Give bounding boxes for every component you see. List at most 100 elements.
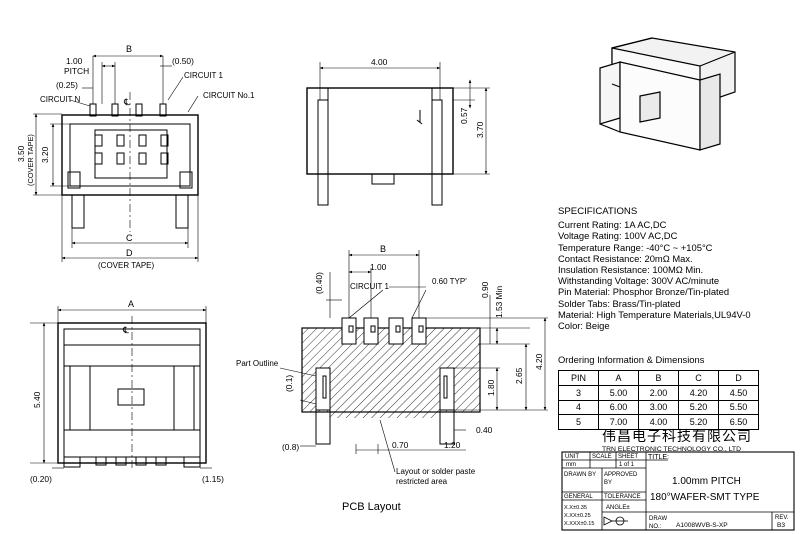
top-050: (0.50) <box>172 56 194 66</box>
tb-approved-1: APPROVED <box>604 472 638 478</box>
pcb-060: 0.60 TYP' <box>432 277 467 286</box>
top-b-label: B <box>126 44 132 54</box>
table-cell: 5 <box>558 414 599 431</box>
spec-line: Current Rating: 1A AC,DC <box>558 219 667 231</box>
table-cell: 4.20 <box>678 384 719 401</box>
spec-line: Solder Tabs: Brass/Tin-plated <box>558 297 681 309</box>
top-025: (0.25) <box>56 80 78 90</box>
tb-sheet-value: 1 of 1 <box>619 462 635 468</box>
title-block <box>561 451 795 531</box>
top-cover-tape-bottom: (COVER TAPE) <box>98 261 154 270</box>
top-pitch-label: PITCH <box>64 66 89 76</box>
ordering-header-cell: C <box>678 370 719 386</box>
front-540: 5.40 <box>32 391 42 408</box>
spec-line: Material: High Temperature Materials,UL9… <box>558 308 751 320</box>
ordering-table: PIN A B C D 3 5.00 2.00 4.20 4.50 4 6.00… <box>558 370 759 431</box>
side-400: 4.00 <box>371 57 388 67</box>
tb-unit-value: mm <box>566 462 576 468</box>
table-cell: 6.50 <box>718 414 759 431</box>
top-circuit-no1: CIRCUIT No.1 <box>203 91 255 100</box>
spec-line: Temperature Range: -40°C ~ +105°C <box>558 241 713 253</box>
top-d-label: D <box>126 248 133 258</box>
ordering-header-row: PIN A B C D <box>558 370 759 386</box>
table-row: 5 7.00 4.00 5.20 6.50 <box>558 414 759 431</box>
top-circuit-1: CIRCUIT 1 <box>184 71 224 80</box>
table-cell: 3 <box>558 384 599 401</box>
tb-tol-1: X.X±0.35 <box>564 505 587 511</box>
top-c-label: C <box>126 233 133 243</box>
pcb-070: 0.70 <box>392 440 409 450</box>
front-020: (0.20) <box>30 474 52 484</box>
table-row: 3 5.00 2.00 4.20 4.50 <box>558 384 759 401</box>
tb-draw-no: A1008WVB-S-XP <box>676 522 728 529</box>
company-name-cn: 伟昌电子科技有限公司 <box>602 428 752 444</box>
pcb-180: 1.80 <box>486 379 496 396</box>
tb-tol-2: X.XX±0.25 <box>564 513 591 519</box>
table-cell: 3.00 <box>638 399 679 416</box>
table-row: 4 6.00 3.00 5.20 5.50 <box>558 399 759 416</box>
tb-title-line1: 1.00mm PITCH <box>672 476 741 487</box>
spec-line: Contact Resistance: 20mΩ Max. <box>558 252 693 264</box>
front-centerline-mark: ℄ <box>122 325 129 335</box>
pcb-040-top: (0.40) <box>314 272 324 294</box>
front-view <box>30 306 212 470</box>
table-cell: 2.00 <box>638 384 679 401</box>
top-centerline-mark: ℄ <box>123 97 130 107</box>
ordering-header-cell: D <box>718 370 759 386</box>
ordering-header-cell: PIN <box>558 370 599 386</box>
spec-line: Pin Material: Phosphor Bronze/Tin-plated <box>558 286 730 298</box>
spec-line: Voltage Rating: 100V AC,DC <box>558 230 678 242</box>
top-cover-tape: (COVER TAPE) <box>26 134 35 186</box>
top-350: 3.50 <box>16 145 26 162</box>
tb-angle: ANGLE± <box>606 505 630 511</box>
tb-title-line2: 180°WAFER-SMT TYPE <box>650 492 760 503</box>
top-pitch-value: 1.00 <box>66 56 83 66</box>
table-cell: 6.00 <box>598 399 639 416</box>
pcb-circuit-1: CIRCUIT 1 <box>350 282 390 291</box>
tb-approved-2: BY <box>604 480 612 486</box>
pcb-420: 4.20 <box>534 353 544 370</box>
tb-general: GENERAL <box>564 494 593 500</box>
pcb-040-right: 0.40 <box>476 425 493 435</box>
table-cell: 5.00 <box>598 384 639 401</box>
tb-rev-value: B3 <box>777 522 785 529</box>
ordering-title: Ordering Information & Dimensions <box>558 354 705 365</box>
pcb-restricted-line2: restricted area <box>396 477 448 486</box>
company-name-en: TRN ELECTRONIC TECHNOLOGY CO., LTD <box>602 446 741 453</box>
spec-line: Color: Beige <box>558 320 610 332</box>
table-cell: 4.50 <box>718 384 759 401</box>
tb-draw-label-2: NO.: <box>649 524 662 530</box>
specifications-block: SPECIFICATIONS Current Rating: 1A AC,DC … <box>558 206 751 331</box>
pcb-layout <box>279 250 548 473</box>
isometric-view <box>599 37 736 151</box>
tb-rev-label: REV. <box>775 515 789 521</box>
table-cell: 4 <box>558 399 599 416</box>
tb-sheet-label: SHEET <box>618 454 638 460</box>
top-320: 3.20 <box>40 146 50 163</box>
pcb-restricted-line1: Layout or solder paste <box>396 467 476 476</box>
tb-unit-label: UNIT <box>565 454 579 460</box>
front-115: (1.15) <box>202 474 224 484</box>
top-view <box>33 54 199 262</box>
pcb-090: 0.90 <box>480 281 490 298</box>
side-view <box>306 62 490 206</box>
pcb-b-label: B <box>380 244 386 254</box>
spec-line: Insulation Resistance: 100MΩ Min. <box>558 264 704 276</box>
tb-tol-3: X.XXX±0.15 <box>564 521 594 527</box>
side-370: 3.70 <box>475 121 485 138</box>
tb-tolerance: TOLERANCE <box>604 494 641 500</box>
pcb-265: 2.65 <box>514 367 524 384</box>
tb-title-label: TITLE: <box>648 454 669 461</box>
top-circuit-n: CIRCUIT N <box>40 95 81 104</box>
front-a-label: A <box>128 299 134 309</box>
tb-scale-label: SCALE <box>592 454 612 460</box>
ordering-header-cell: A <box>598 370 639 386</box>
pcb-153: 1.53 Min <box>494 286 504 318</box>
table-cell: 5.50 <box>718 399 759 416</box>
tb-drawn-by: DRAWN BY <box>564 472 596 478</box>
pcb-08: (0.8) <box>282 442 299 452</box>
pcb-part-outline: Part Outline <box>236 359 279 368</box>
pcb-120: 1.20 <box>444 440 461 450</box>
tb-draw-label-1: DRAW <box>649 516 667 522</box>
